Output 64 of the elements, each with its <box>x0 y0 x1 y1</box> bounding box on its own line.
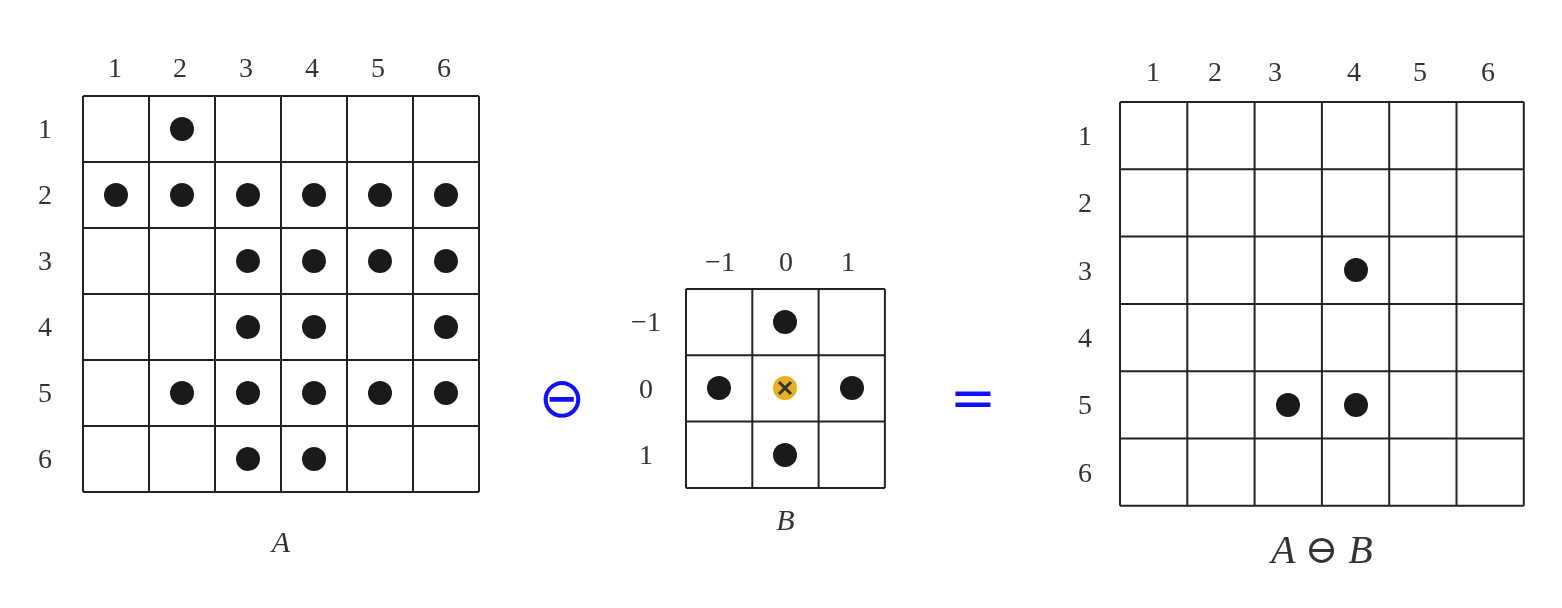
row-number: 3 <box>1078 256 1092 285</box>
column-number: 0 <box>779 248 793 276</box>
dot-marker <box>302 315 326 339</box>
row-number: 4 <box>38 313 52 341</box>
row-number: 5 <box>1078 391 1092 420</box>
dot-marker <box>368 381 392 405</box>
dot-marker <box>302 183 326 207</box>
dot-marker <box>839 376 864 401</box>
equals-sign: = <box>949 370 997 426</box>
dot-marker <box>302 249 326 273</box>
column-number: 4 <box>1347 58 1361 86</box>
column-number: 1 <box>841 248 855 276</box>
dot-marker <box>434 183 458 207</box>
dot-marker <box>236 249 260 273</box>
row-number: 1 <box>1078 122 1092 150</box>
row-number: −1 <box>631 308 661 336</box>
origin-marker <box>773 376 798 401</box>
column-number: 4 <box>305 54 319 82</box>
erosion-operator: ⊖ <box>538 370 586 426</box>
dot-marker <box>236 447 260 471</box>
column-number: 6 <box>1481 58 1495 86</box>
dot-marker <box>302 381 326 405</box>
dot-marker <box>368 249 392 273</box>
row-number: 1 <box>38 115 52 143</box>
dot-marker <box>104 183 128 207</box>
dot-marker <box>236 381 260 405</box>
row-number: 0 <box>639 375 653 403</box>
dot-marker <box>434 249 458 273</box>
dot-marker <box>773 442 798 467</box>
row-number: 4 <box>1078 323 1092 352</box>
dot-marker <box>170 117 194 141</box>
row-number: 6 <box>1078 458 1092 487</box>
dot-marker <box>236 183 260 207</box>
dot-marker <box>773 310 798 335</box>
grid-caption: B <box>776 505 795 535</box>
dot-marker <box>368 183 392 207</box>
grid-caption: A <box>271 527 291 557</box>
dot-marker <box>170 381 194 405</box>
dot-marker <box>1343 392 1368 417</box>
dot-marker <box>1276 392 1301 417</box>
dot-marker <box>236 315 260 339</box>
row-number: 5 <box>38 379 52 407</box>
row-number: 1 <box>639 441 653 469</box>
row-number: 2 <box>38 181 52 209</box>
column-number: −1 <box>705 248 735 276</box>
column-number: 6 <box>437 54 451 82</box>
column-number: 3 <box>1268 58 1282 86</box>
dot-marker <box>434 381 458 405</box>
column-number: 1 <box>1146 58 1160 86</box>
dot-marker <box>707 376 732 401</box>
row-number: 3 <box>38 247 52 275</box>
dot-marker <box>170 183 194 207</box>
row-number: 2 <box>1078 189 1092 218</box>
column-number: 1 <box>108 54 122 82</box>
dot-marker <box>434 315 458 339</box>
column-number: 2 <box>173 54 187 82</box>
row-number: 6 <box>38 445 52 473</box>
column-number: 3 <box>239 54 253 82</box>
dot-marker <box>302 447 326 471</box>
grid-caption: A ⊖ B <box>1271 530 1373 570</box>
column-number: 5 <box>1413 58 1427 86</box>
column-number: 5 <box>371 54 385 82</box>
dot-marker <box>1343 258 1368 283</box>
column-number: 2 <box>1208 58 1222 86</box>
